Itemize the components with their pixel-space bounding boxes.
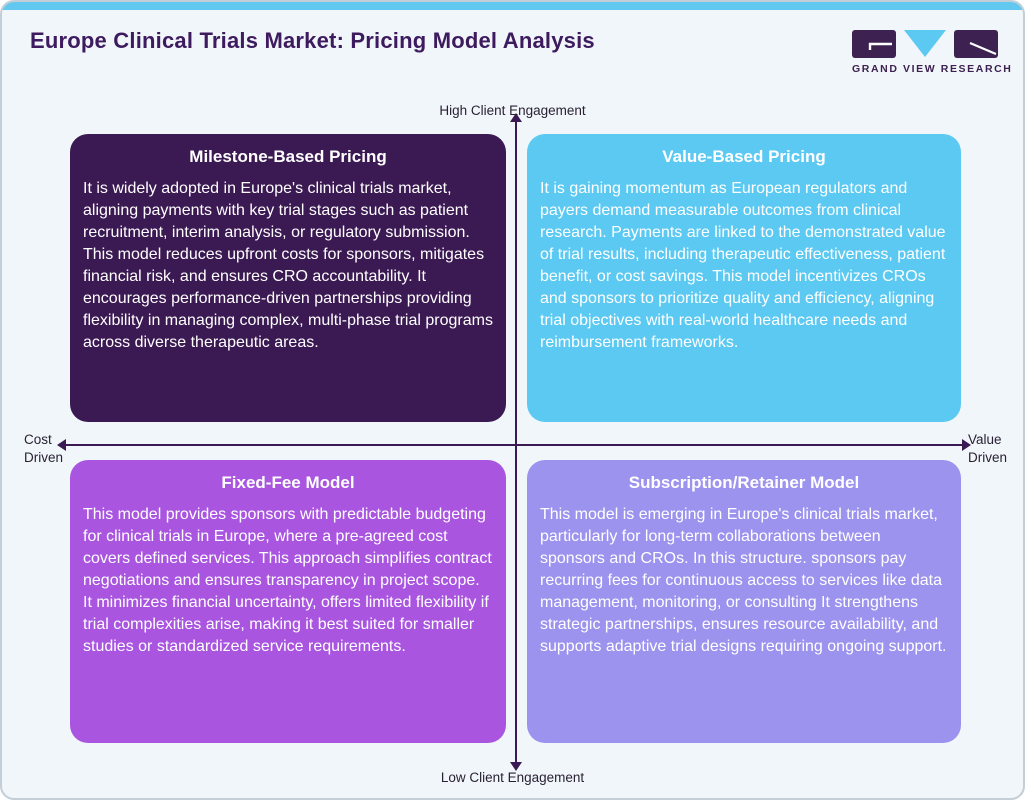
quadrant-title-milestone: Milestone-Based Pricing xyxy=(189,147,387,166)
arrow-up-icon xyxy=(510,113,522,122)
axis-label-low-engagement: Low Client Engagement xyxy=(440,770,585,785)
quadrant-title-value-based: Value-Based Pricing xyxy=(662,147,826,166)
axis-right-line1: Value xyxy=(968,432,1002,447)
quadrant-body-fixed-fee: This model provides sponsors with predic… xyxy=(83,506,492,655)
quadrant-title-fixed-fee: Fixed-Fee Model xyxy=(221,473,355,492)
logo-g-glyph xyxy=(868,42,892,50)
gvr-logo-icon xyxy=(852,30,998,58)
brand-name: GRAND VIEW RESEARCH xyxy=(852,63,1013,75)
logo-right-block xyxy=(954,30,998,58)
logo-r-glyph xyxy=(969,41,997,56)
top-accent-bar xyxy=(2,2,1023,10)
quadrant-title-subscription: Subscription/Retainer Model xyxy=(628,473,860,492)
arrow-left-icon xyxy=(57,439,66,451)
axis-right-line2: Driven xyxy=(968,450,1008,465)
quadrant-value-based-pricing: Value-Based Pricing It is gaining moment… xyxy=(527,134,961,422)
quadrant-fixed-fee-model: Fixed-Fee Model This model provides spon… xyxy=(70,460,506,743)
axis-left-line1: Cost xyxy=(24,432,52,447)
arrow-down-icon xyxy=(510,762,522,771)
axis-label-value-driven: Value Driven xyxy=(968,431,1007,467)
axis-label-high-engagement: High Client Engagement xyxy=(439,103,586,118)
axis-label-cost-driven: Cost Driven xyxy=(24,431,63,467)
logo-v-triangle xyxy=(904,30,946,57)
quadrant-body-subscription: This model is emerging in Europe's clini… xyxy=(540,506,947,655)
quadrant-subscription-retainer-model: Subscription/Retainer Model This model i… xyxy=(527,460,961,743)
vertical-axis-line xyxy=(515,122,517,762)
quadrant-milestone-based-pricing: Milestone-Based Pricing It is widely ado… xyxy=(70,134,506,422)
quadrant-body-value-based: It is gaining momentum as European regul… xyxy=(540,180,946,351)
arrow-right-icon xyxy=(962,439,971,451)
quadrant-body-milestone: It is widely adopted in Europe's clinica… xyxy=(83,180,493,351)
page-title: Europe Clinical Trials Market: Pricing M… xyxy=(30,28,595,53)
axis-left-line2: Driven xyxy=(24,450,64,465)
horizontal-axis-line xyxy=(66,444,962,446)
brand-logo: GRAND VIEW RESEARCH xyxy=(852,29,1013,75)
